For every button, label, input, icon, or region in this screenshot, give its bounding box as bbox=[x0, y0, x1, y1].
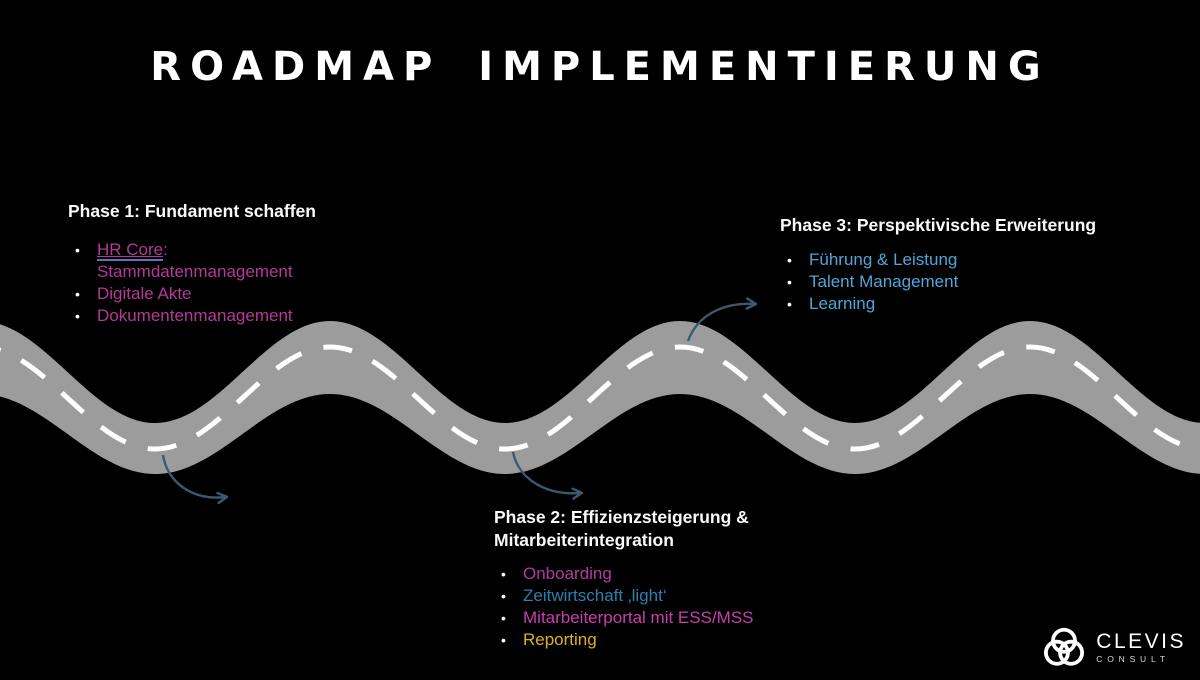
phase-3-block: Phase 3: Perspektivische Erweiterung Füh… bbox=[780, 214, 1130, 315]
list-item: Talent Management bbox=[780, 271, 1130, 293]
phase-2-heading-line1: Phase 2: Effizienzsteigerung & bbox=[494, 507, 749, 527]
logo-company-subtitle: CONSULT bbox=[1096, 653, 1170, 664]
clevis-logo-text: CLEVIS CONSULT bbox=[1096, 631, 1186, 664]
curved-arrow-phase3 bbox=[686, 297, 758, 342]
list-item: Zeitwirtschaft ‚light‘ bbox=[494, 585, 824, 607]
curved-arrow-phase2 bbox=[511, 451, 584, 500]
hr-core-suffix: : bbox=[163, 240, 168, 259]
phase-2-block: Phase 2: Effizienzsteigerung & Mitarbeit… bbox=[494, 506, 824, 651]
list-item: Learning bbox=[780, 293, 1130, 315]
list-item-line2: Stammdatenmanagement bbox=[97, 262, 293, 281]
page-title: ROADMAP IMPLEMENTIERUNG bbox=[150, 44, 1050, 90]
road-centerline bbox=[0, 344, 1200, 452]
list-item: Digitale Akte bbox=[68, 283, 398, 305]
list-item: Mitarbeiterportal mit ESS/MSS bbox=[494, 607, 824, 629]
list-item: Reporting bbox=[494, 629, 824, 651]
phase-3-heading: Phase 3: Perspektivische Erweiterung bbox=[780, 215, 1097, 235]
road-surface bbox=[0, 321, 1200, 474]
curved-arrow-phase1 bbox=[161, 454, 229, 505]
phase-1-heading: Phase 1: Fundament schaffen bbox=[68, 201, 316, 221]
hr-core-link[interactable]: HR Core bbox=[97, 240, 164, 261]
list-item: HR Core: Stammdatenmanagement bbox=[68, 239, 398, 283]
phase-3-list: Führung & Leistung Talent Management Lea… bbox=[780, 249, 1130, 315]
phase-2-heading-line2: Mitarbeiterintegration bbox=[494, 530, 674, 550]
clevis-logo: CLEVIS CONSULT bbox=[1041, 624, 1186, 670]
list-item: Dokumentenmanagement bbox=[68, 305, 398, 327]
phase-2-list: Onboarding Zeitwirtschaft ‚light‘ Mitarb… bbox=[494, 563, 824, 651]
list-item: Onboarding bbox=[494, 563, 824, 585]
list-item: Führung & Leistung bbox=[780, 249, 1130, 271]
logo-company-name: CLEVIS bbox=[1096, 629, 1186, 653]
phase-1-block: Phase 1: Fundament schaffen HR Core: Sta… bbox=[68, 200, 398, 327]
phase-1-list: HR Core: Stammdatenmanagement Digitale A… bbox=[68, 239, 398, 327]
trefoil-knot-icon bbox=[1044, 627, 1085, 666]
phase-2-heading: Phase 2: Effizienzsteigerung & Mitarbeit… bbox=[494, 506, 824, 552]
